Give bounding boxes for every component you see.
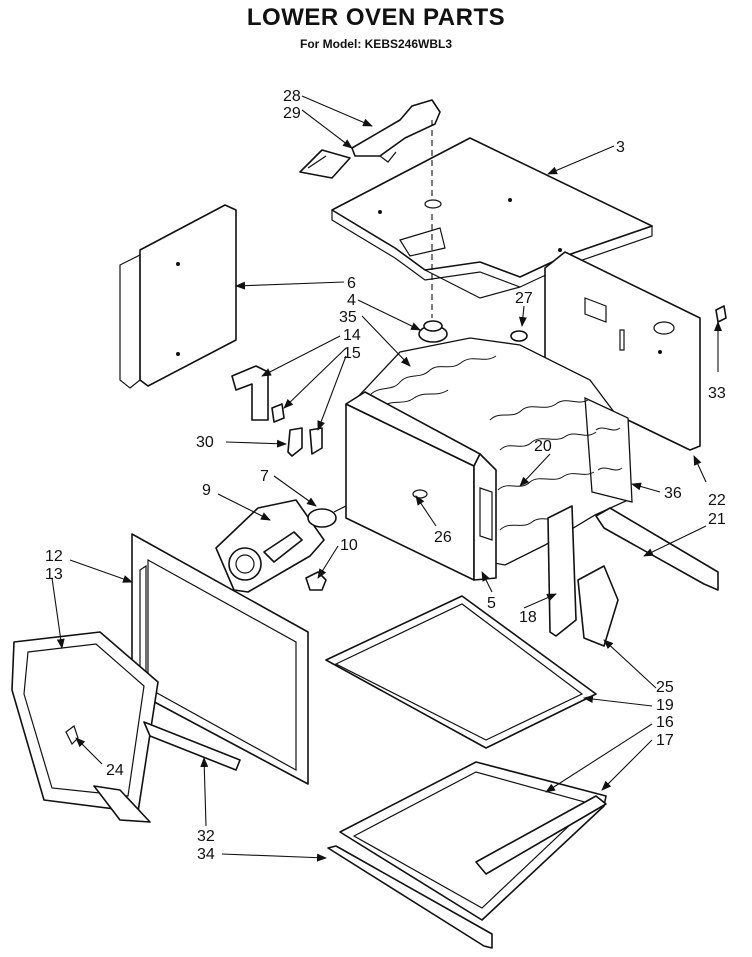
callout-20: 20 [534, 438, 552, 455]
callout-26: 26 [434, 529, 452, 546]
door-handle-part [143, 721, 241, 771]
callout-13: 13 [45, 566, 63, 583]
lamp-clip-part [305, 571, 327, 591]
callout-6: 6 [347, 275, 356, 292]
callout-30: 30 [196, 434, 214, 451]
callout-17: 17 [656, 732, 674, 749]
top-panel-part [331, 137, 653, 299]
callout-19: 19 [656, 697, 674, 714]
callout-34: 34 [197, 846, 215, 863]
callout-36: 36 [664, 485, 682, 502]
callout-22: 22 [708, 492, 726, 509]
callout-32: 32 [197, 828, 215, 845]
callout-25: 25 [656, 679, 674, 696]
callout-10: 10 [340, 537, 358, 554]
callout-9: 9 [202, 482, 211, 499]
callout-3: 3 [616, 139, 625, 156]
callout-4: 4 [347, 292, 356, 309]
left-side-panel-part [119, 204, 237, 389]
callout-28: 28 [283, 88, 301, 105]
door-glass-part [11, 631, 159, 823]
callout-33: 33 [708, 385, 726, 402]
bottom-panel-parts [325, 595, 607, 949]
callout-27: 27 [515, 290, 533, 307]
clip-part [715, 305, 727, 323]
callout-5: 5 [487, 595, 496, 612]
callout-15: 15 [343, 345, 361, 362]
lamp-assembly-part [215, 499, 347, 593]
callout-18: 18 [519, 609, 537, 626]
callout-7: 7 [260, 468, 269, 485]
vent-gasket-part [418, 320, 528, 343]
callout-21: 21 [708, 511, 726, 528]
rail-and-bracket-parts [547, 505, 719, 647]
callout-24: 24 [106, 762, 124, 779]
oven-liner-part [345, 391, 497, 581]
callout-14: 14 [343, 327, 361, 344]
model-subtitle: For Model: KEBS246WBL3 [299, 37, 452, 51]
leader-lines [51, 95, 722, 862]
callout-12: 12 [45, 548, 63, 565]
callout-35: 35 [339, 309, 357, 326]
duct-part [299, 99, 441, 179]
door-frame-part [131, 533, 309, 785]
diagram-title: LOWER OVEN PARTS [246, 4, 506, 31]
callout-29: 29 [283, 105, 301, 122]
callout-16: 16 [656, 714, 674, 731]
insulation-part [351, 337, 633, 566]
